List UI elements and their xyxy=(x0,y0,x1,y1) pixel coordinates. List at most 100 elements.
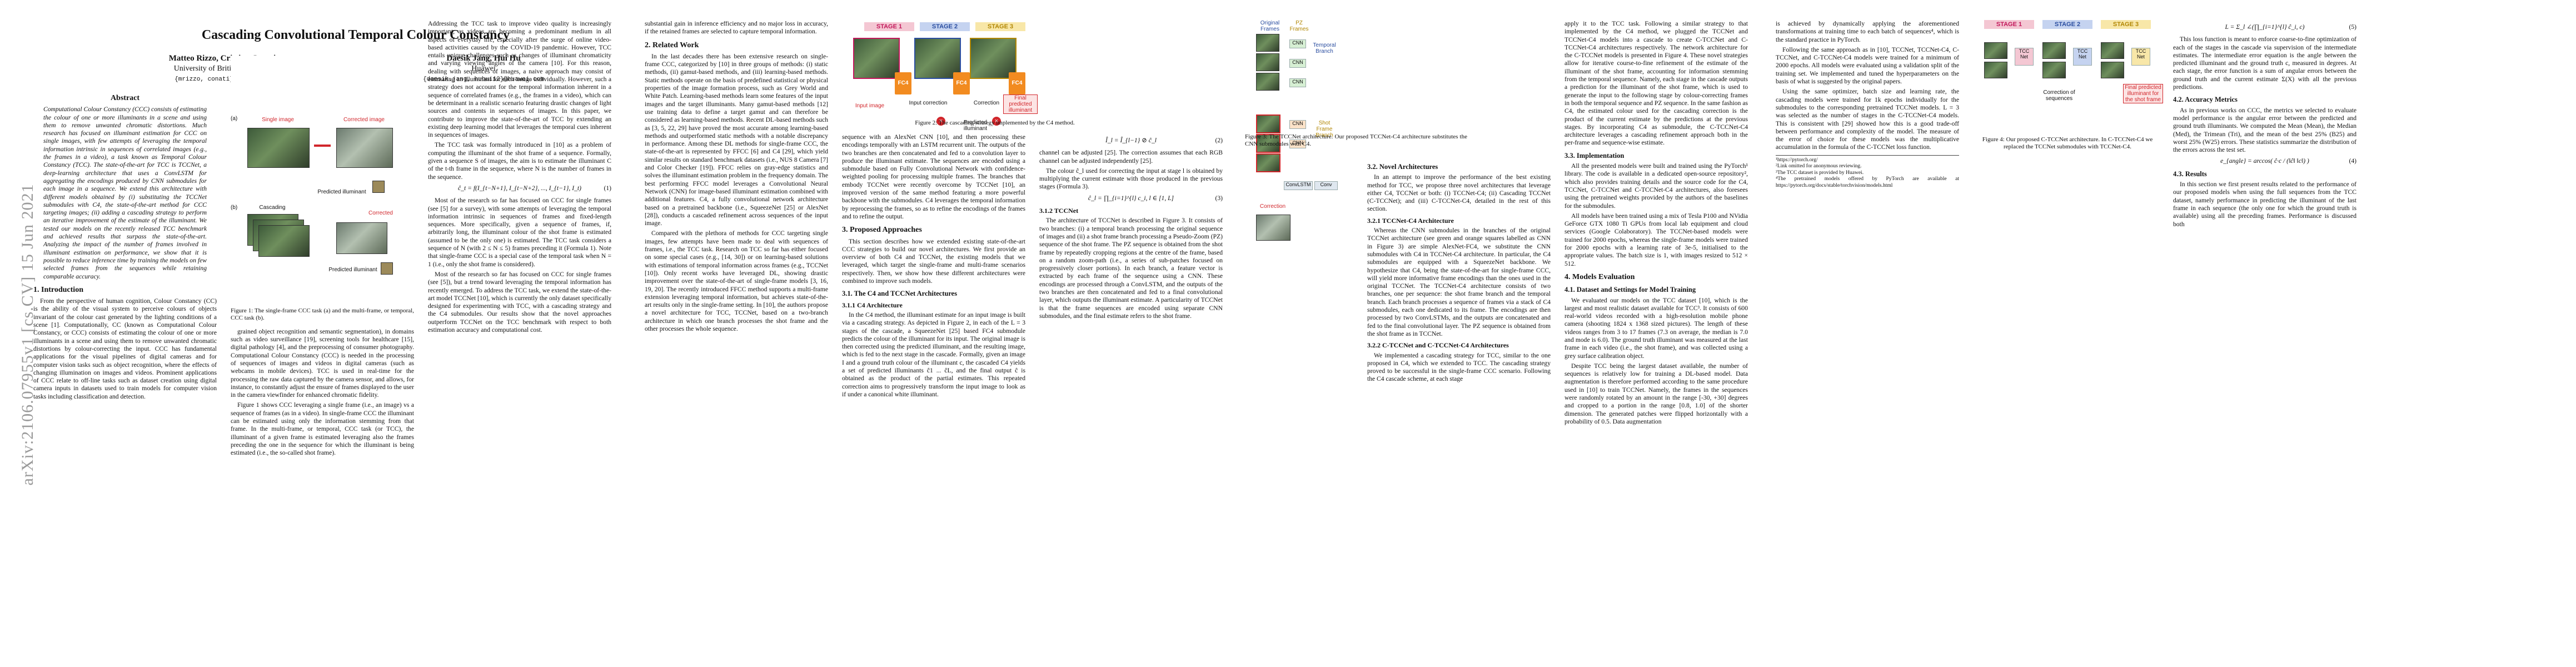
equation-body: ĉ_l = ∏_{i=1}^{l} c_i, l ∈ [1, L] xyxy=(1088,194,1174,202)
fig2-stage3-frame xyxy=(970,38,1017,79)
conv-block: Conv xyxy=(1314,181,1338,190)
abstract-heading: Abstract xyxy=(110,94,140,102)
column-4: substantial gain in inference efficiency… xyxy=(645,20,828,335)
fig3-pz-frame xyxy=(1256,115,1280,133)
paragraph: Following the same approach as in [10], … xyxy=(1776,46,1959,86)
fig3-output-frame xyxy=(1256,215,1291,241)
cnn-block: CNN xyxy=(1289,140,1306,148)
equation-number: (1) xyxy=(604,184,611,192)
subsection-heading: 4.2. Accuracy Metrics xyxy=(2173,96,2238,104)
fig4-frame xyxy=(2042,62,2066,78)
paragraph: Most of the research so far has focused … xyxy=(428,197,611,268)
fig2-stage2-frame xyxy=(914,38,961,79)
paragraph: We implemented a cascading strategy for … xyxy=(1367,351,1551,383)
footnote: ¹https://pytorch.org/ ²Link omitted for … xyxy=(1776,157,1864,176)
paragraph: Addressing the TCC task to improve video… xyxy=(428,20,611,139)
fig1-corrected-image xyxy=(336,128,393,168)
fig4-frame xyxy=(2101,62,2124,78)
subsubsection-heading: 3.2.1 TCCNet-C4 Architecture xyxy=(1367,216,1454,225)
fig1-corrected-shot-label: Corrected xyxy=(368,210,393,216)
author-email[interactable]: {daesik.jang, huhui12}@huawei.com xyxy=(423,76,544,83)
fig3-pz-frame xyxy=(1256,134,1280,153)
stage-1-label: STAGE 1 xyxy=(864,22,914,31)
equation-number: (3) xyxy=(1215,194,1223,202)
page-4: is achieved by dynamically applying the … xyxy=(1776,0,2565,667)
subsection-heading: 4.1. Dataset and Settings for Model Trai… xyxy=(1564,286,1696,294)
equation: L = Σ_l ∠(∏_{i=1}^{l} ĉ_i, c)(5) xyxy=(2173,23,2356,31)
fc4-block: FC4 xyxy=(953,72,970,94)
equation-body: ĉ_t = f(I_{t−N+1}, I_{t−N+2}, ..., I_{t−… xyxy=(458,184,581,192)
fig1-sequence-frame xyxy=(258,225,310,257)
fig1-corrected-shot-frame xyxy=(336,222,387,254)
figure-2: STAGE 1 STAGE 2 STAGE 3 FC4 FC4 FC4 Inpu… xyxy=(842,22,1038,222)
fig3-frame xyxy=(1256,34,1279,52)
section-heading: 2. Related Work xyxy=(645,41,699,49)
fig1-corrected-label: Corrected image xyxy=(343,117,385,123)
fig2-input-label: Input image xyxy=(855,103,885,109)
equation-number: (2) xyxy=(1215,137,1223,144)
column-9: is achieved by dynamically applying the … xyxy=(1776,20,1959,189)
stage-3-label: STAGE 3 xyxy=(975,22,1025,31)
paragraph: This loss function is meant to enforce c… xyxy=(2173,36,2356,91)
fig4-frame xyxy=(2101,42,2124,59)
fig2-correction2-label: Correction xyxy=(973,100,1000,106)
fig3-frame xyxy=(1256,53,1279,71)
column-1: Abstract Computational Colour Constancy … xyxy=(33,89,217,403)
paragraph: All models have been trained using a mix… xyxy=(1564,212,1748,267)
fig1-input-image xyxy=(247,128,310,168)
footnote: ⁴The pretrained models offered by PyTorc… xyxy=(1776,176,1959,188)
fig2-final-label: Final predicted illuminant xyxy=(1003,94,1038,114)
column-7: 3.2. Novel Architectures In an attempt t… xyxy=(1367,158,1551,386)
paragraph: This section describes how we extended e… xyxy=(842,237,1025,285)
equation: Î_l = Î_{l−1} ⊘ ĉ_l(2) xyxy=(1039,137,1223,145)
fig2-correction-label: Input correction xyxy=(909,100,948,106)
column-8: apply it to the TCC task. Following a si… xyxy=(1564,20,1748,428)
fc4-block: FC4 xyxy=(1009,72,1025,94)
cnn-block: CNN xyxy=(1289,120,1306,129)
author-affiliation: Huawei xyxy=(471,64,496,73)
tccnet-block: TCC Net xyxy=(2015,48,2034,66)
column-5: sequence with an AlexNet CNN [10], and t… xyxy=(842,133,1025,401)
paragraph: From the perspective of human cognition,… xyxy=(33,297,217,400)
subsubsection-heading: 3.1.2 TCCNet xyxy=(1039,207,1079,215)
fig1-predicted-label: Predicted illuminant xyxy=(317,189,366,195)
equation: ĉ_l = ∏_{i=1}^{l} c_i, l ∈ [1, L] (3) xyxy=(1039,195,1223,202)
stage-3-label: STAGE 3 xyxy=(2101,20,2151,29)
fig4-frame xyxy=(1984,42,2007,59)
subsection-heading: 3.2. Novel Architectures xyxy=(1367,163,1438,171)
fig4-frame xyxy=(1984,62,2007,78)
figure-3: Original Frames PZ Frames CNN CNN CNN CN… xyxy=(1245,20,1339,253)
paragraph: channel can be adjusted [25]. The correc… xyxy=(1039,149,1223,165)
fig1-single-image-label: Single image xyxy=(262,117,294,123)
abstract-text: Computational Colour Constancy (CCC) con… xyxy=(43,106,207,280)
figure-caption: Figure 3: The TCCNet architecture. Our p… xyxy=(1245,133,1467,148)
stage-2-label: STAGE 2 xyxy=(2042,20,2092,29)
figure-caption: Figure 4: Our proposed C-TCCNet architec… xyxy=(1982,136,2153,151)
paragraph: Compared with the plethora of methods fo… xyxy=(645,230,828,332)
fig3-temporal-label: Temporal Branch xyxy=(1313,42,1336,54)
paragraph: Using the same optimizer, batch size and… xyxy=(1776,88,1959,151)
page-1: Cascading Convolutional Temporal Colour … xyxy=(33,0,678,667)
fig2-predicted-label: Predicted illuminant xyxy=(963,120,988,132)
page-2: substantial gain in inference efficiency… xyxy=(645,0,1489,667)
subsubsection-heading: 3.2.2 C-TCCNet and C-TCCNet-C4 Architect… xyxy=(1367,341,1509,350)
paragraph: substantial gain in inference efficiency… xyxy=(645,20,828,36)
section-heading: 3. Proposed Approaches xyxy=(842,226,922,235)
fig4-correction-label: Correction of sequences xyxy=(2043,89,2075,102)
paragraph: sequence with an AlexNet CNN [10], and t… xyxy=(842,133,1025,220)
paragraph: The colour ĉ_l used for correcting the i… xyxy=(1039,167,1223,191)
fig3-correction-label: Correction xyxy=(1259,203,1286,210)
stage-2-label: STAGE 2 xyxy=(920,22,970,31)
cnn-block: CNN xyxy=(1289,59,1306,68)
cnn-block: CNN xyxy=(1289,39,1306,48)
fig4-final-label: Final predicted illuminant for the shot … xyxy=(2123,84,2163,103)
fig3-shot-label: Shot Frame Branch xyxy=(1316,120,1333,138)
tccnet-block: TCC Net xyxy=(2131,48,2150,66)
fig2-input-frame xyxy=(853,38,900,79)
figure-4: STAGE 1 STAGE 2 STAGE 3 TCC Net TCC Net … xyxy=(1973,20,2163,131)
fig4-frame xyxy=(2042,42,2066,59)
arrow-icon xyxy=(314,145,331,147)
paragraph: In the C4 method, the illuminant estimat… xyxy=(842,311,1025,398)
paragraph: is achieved by dynamically applying the … xyxy=(1776,20,1959,43)
paragraph: The TCC task was formally introduced in … xyxy=(428,141,611,181)
